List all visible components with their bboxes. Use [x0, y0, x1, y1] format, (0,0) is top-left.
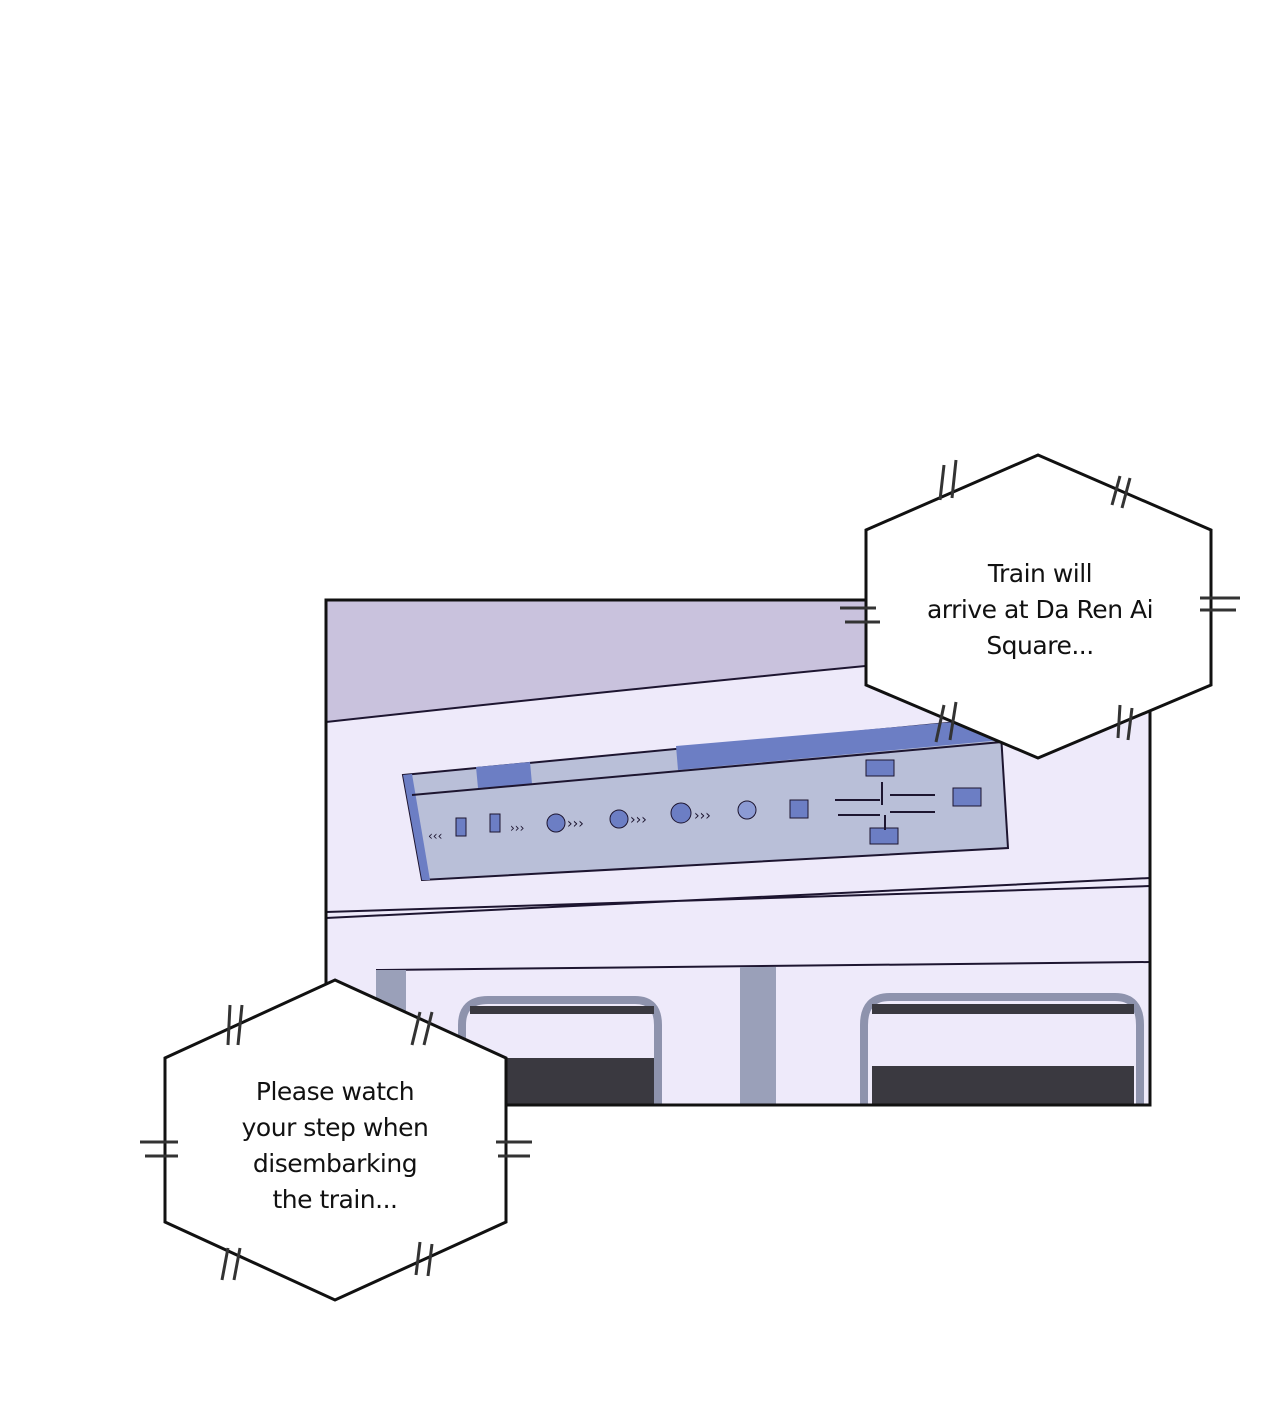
svg-text:›››: ›››: [510, 821, 524, 835]
text-line: Square...: [986, 631, 1094, 660]
text-line: Please watch: [255, 1077, 415, 1106]
station-dot: [546, 813, 566, 833]
speech-bubble-top: [840, 453, 1240, 760]
text-line: arrive at Da Ren Ai: [926, 595, 1154, 624]
door-icon: [489, 813, 501, 833]
text-line: disembarking: [252, 1149, 418, 1178]
luggage-rack: [326, 877, 1150, 919]
speech-bubble-bottom: [140, 978, 532, 1302]
pole: [740, 967, 776, 1105]
svg-text:›››: ›››: [567, 816, 584, 832]
text-line: the train...: [272, 1185, 398, 1214]
text-line: Train will: [987, 559, 1093, 588]
seat-right: [860, 993, 1144, 1105]
svg-text:›››: ›››: [630, 812, 647, 828]
station-dot: [670, 802, 692, 824]
text-line: your step when: [241, 1113, 429, 1142]
station-dot: [737, 800, 757, 820]
door-icon: [455, 817, 467, 837]
panel-border: [324, 598, 1152, 1107]
bubble-text-warning: Please watch your step when disembarking…: [175, 1074, 495, 1218]
bubble-text-arrival: Train will arrive at Da Ren Ai Square...: [880, 556, 1200, 664]
station-dot: [609, 809, 629, 829]
svg-text:›››: ›››: [694, 808, 711, 824]
svg-text:‹‹‹: ‹‹‹: [428, 829, 442, 843]
route-display-board: ‹‹‹ ››› ››› ››› ›››: [401, 716, 1010, 882]
